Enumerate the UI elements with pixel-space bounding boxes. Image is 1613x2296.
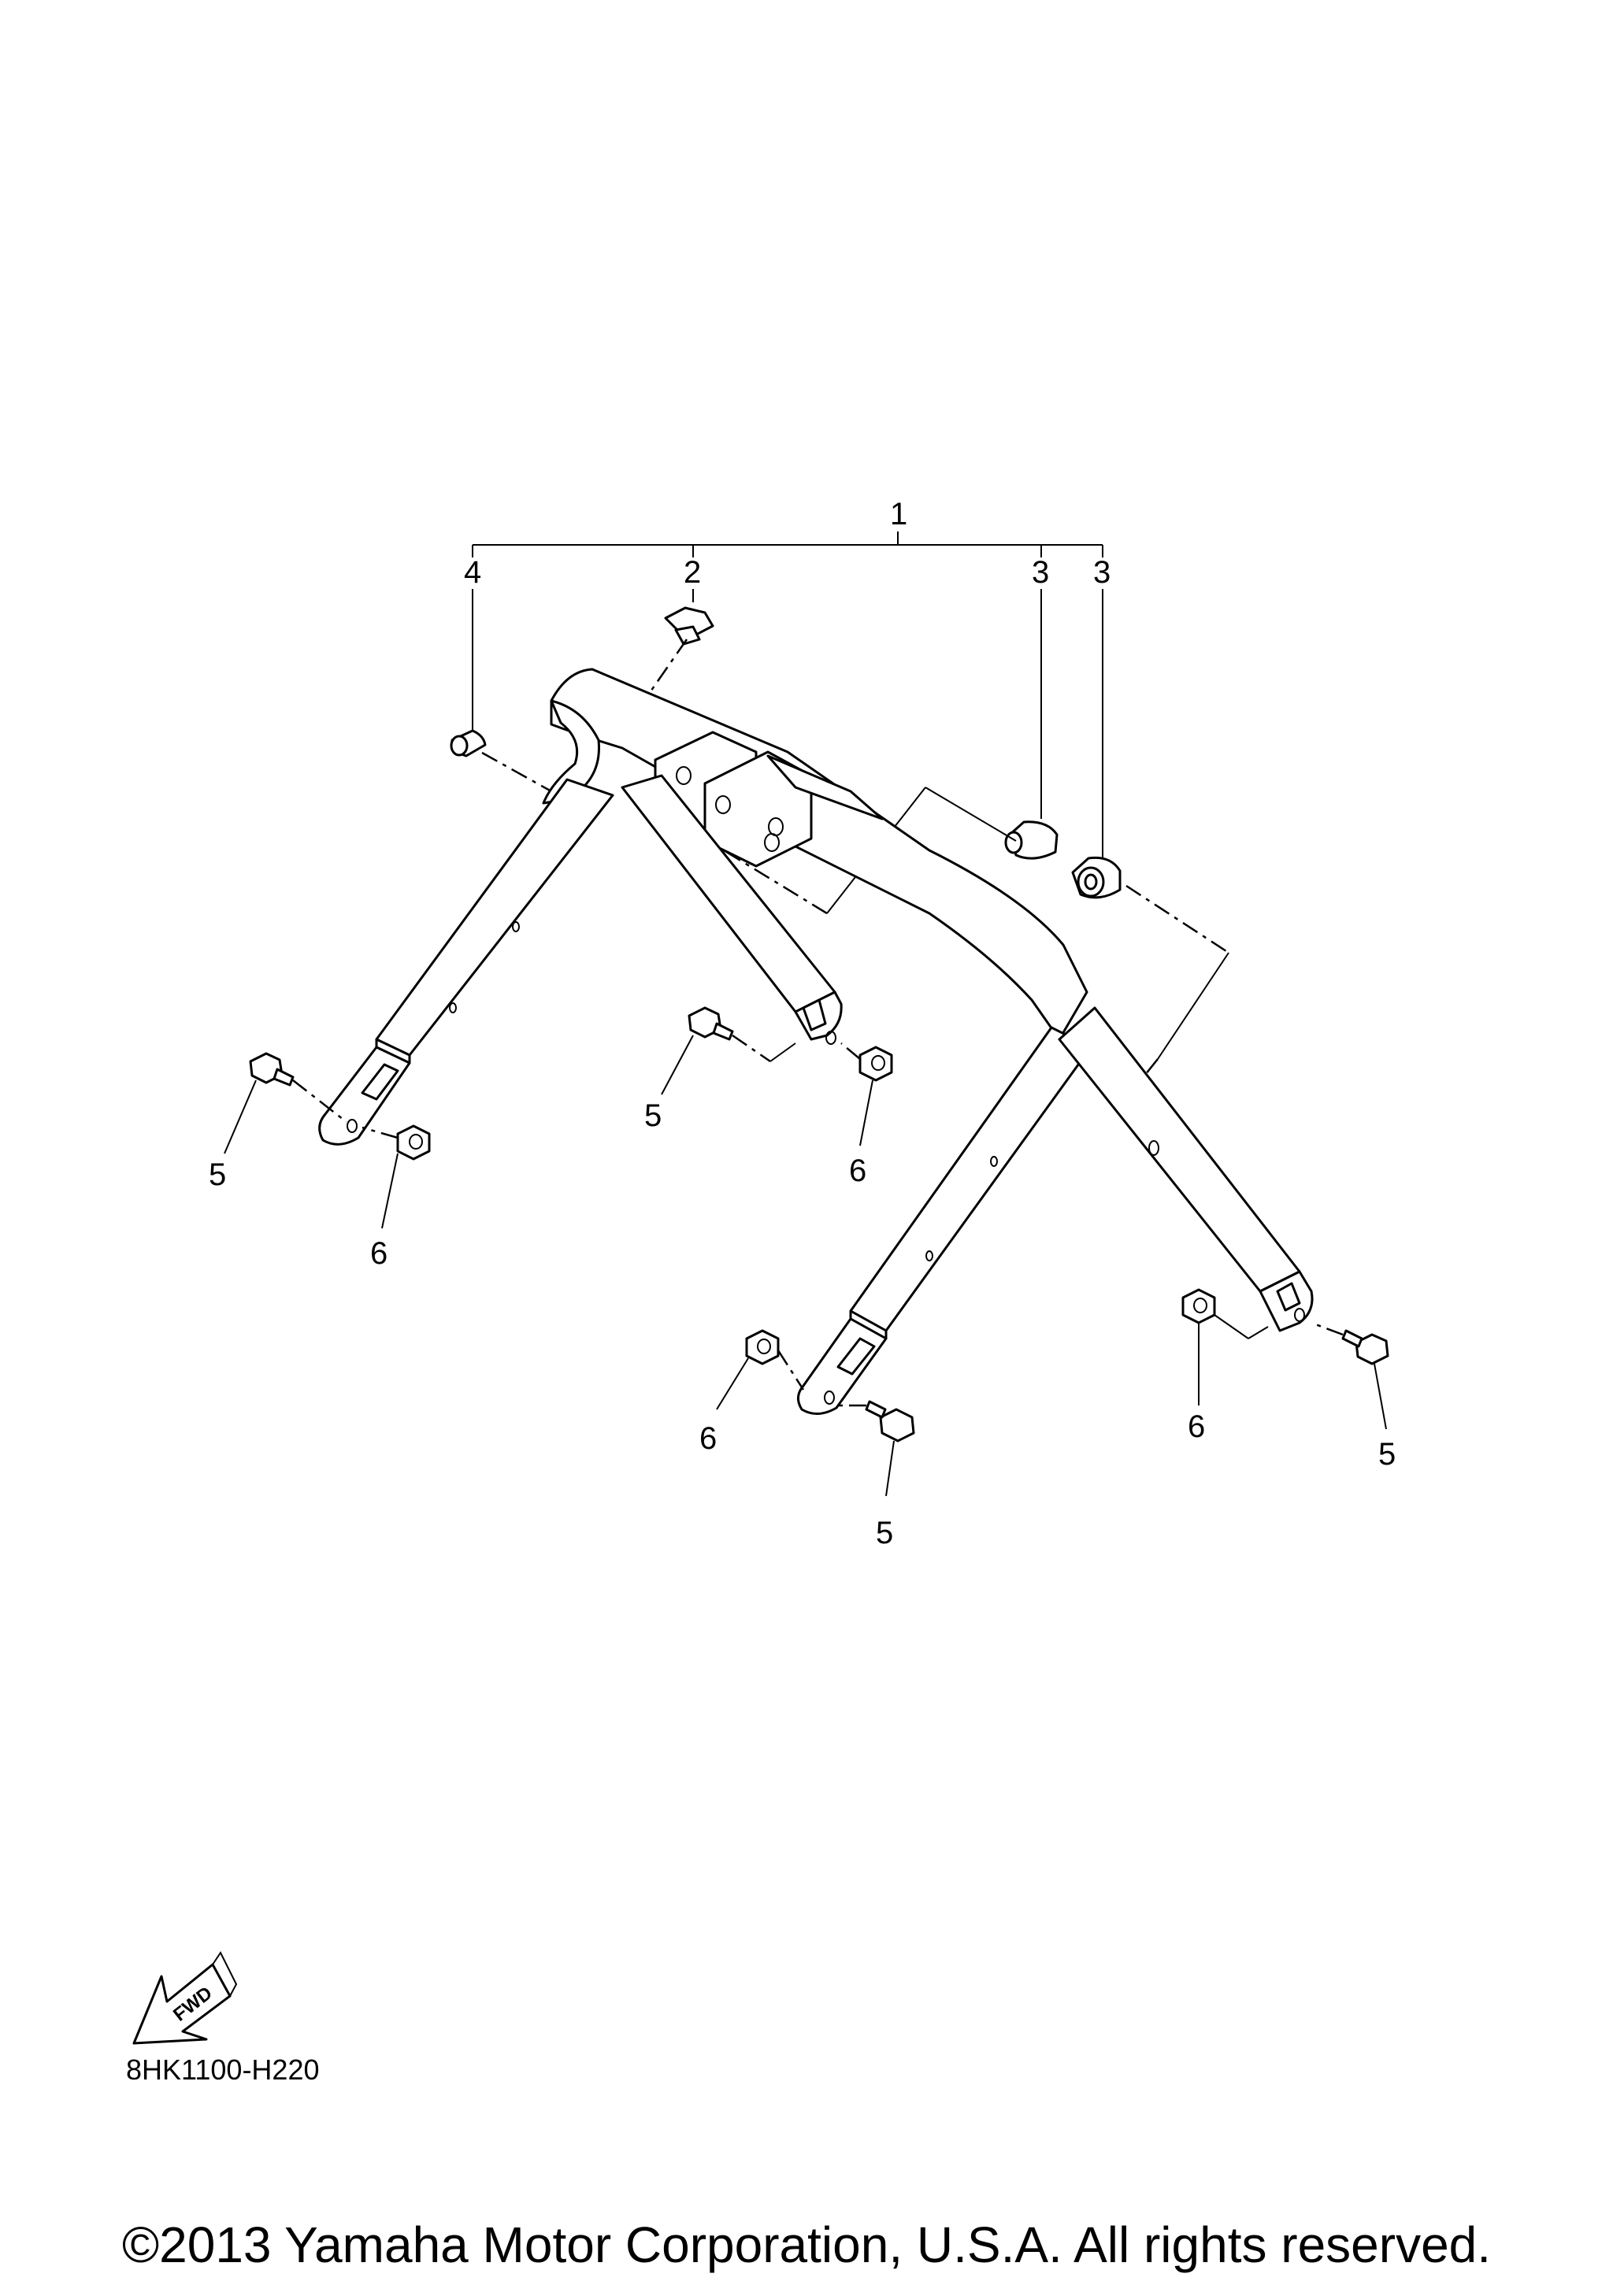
callout-tree: [472, 531, 1103, 858]
copyright-notice: ©2013 Yamaha Motor Corporation, U.S.A. A…: [121, 2216, 1492, 2273]
callout-5-right-front: 5: [876, 1516, 893, 1550]
nut-left-rear: [840, 1042, 893, 1146]
callout-6-right-rear: 6: [1188, 1409, 1205, 1444]
bolt-right-front: [835, 1400, 915, 1497]
callout-4: 4: [464, 555, 481, 590]
callout-5-left-rear: 5: [644, 1098, 662, 1133]
callout-3-left: 3: [1032, 555, 1049, 590]
frame-assembly: [318, 668, 1314, 1415]
nut-right-front: [716, 1329, 805, 1410]
callout-6-left-rear: 6: [849, 1154, 866, 1188]
damper-right: [1071, 856, 1122, 899]
nut-left-front: [362, 1124, 431, 1229]
pin-part: [450, 729, 552, 793]
callout-3-right: 3: [1093, 555, 1111, 590]
callout-6-left-front: 6: [370, 1236, 387, 1271]
bolt-left-front: [224, 1052, 347, 1154]
callout-6-right-front: 6: [699, 1421, 717, 1456]
bolt-left-rear: [661, 1006, 796, 1095]
nut-right-rear: [1181, 1288, 1269, 1405]
drawing-code: 8HK1100-H220: [126, 2053, 320, 2086]
callout-1: 1: [890, 497, 907, 531]
callout-5-right-rear: 5: [1378, 1437, 1396, 1472]
bolt-right-rear: [1311, 1321, 1389, 1430]
fwd-arrow-icon: FWD: [132, 1951, 238, 2045]
callout-2: 2: [684, 555, 701, 590]
callout-5-left-front: 5: [209, 1157, 226, 1192]
